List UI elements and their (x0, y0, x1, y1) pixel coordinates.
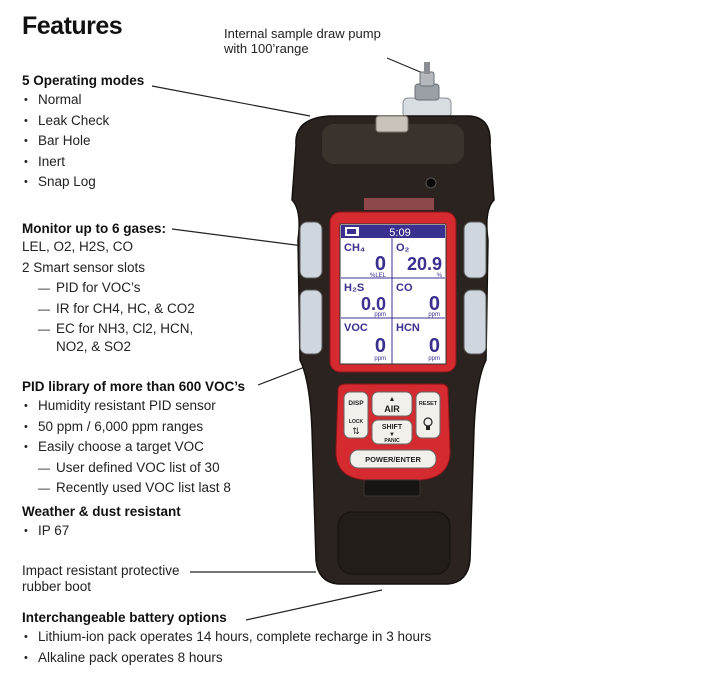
display-time: 5:09 (389, 227, 410, 239)
gases-line-2: 2 Smart sensor slots (22, 259, 146, 275)
gases-section: Monitor up to 6 gases: LEL, O2, H2S, CO … (22, 221, 282, 357)
cell-ch4-unit: %LEL (370, 273, 387, 279)
cell-voc-value: 0 (375, 335, 386, 357)
down-arrow-icon: ▼ (389, 432, 395, 438)
gases-line-1: LEL, O2, H2S, CO (22, 239, 134, 254)
cell-o2-name: O₂ (396, 242, 410, 254)
weather-heading: Weather & dust resistant (22, 504, 181, 519)
cell-ch4-value: 0 (375, 253, 386, 275)
list-item: Lithium-ion pack operates 14 hours, comp… (22, 627, 502, 648)
shift-label: SHIFT (382, 424, 403, 431)
cell-hcn-value: 0 (429, 335, 440, 357)
cell-co-name: CO (396, 282, 413, 294)
operating-modes-heading: 5 Operating modes (22, 73, 145, 88)
boot-callout-line-2: rubber boot (22, 579, 92, 594)
pump-leader-line (386, 57, 426, 75)
up-arrow-icon: ▲ (389, 396, 396, 403)
pid-sub-list: User defined VOC list of 30 Recently use… (22, 458, 312, 499)
battery-pack (337, 511, 451, 575)
right-light-top (463, 221, 487, 279)
pid-list: Humidity resistant PID sensor 50 ppm / 6… (22, 396, 312, 458)
cell-voc-unit: ppm (374, 356, 386, 362)
cell-o2-value: 20.9 (407, 254, 442, 274)
pump-callout: Internal sample draw pump with 100’range (224, 26, 381, 56)
list-item: Leak Check (22, 111, 292, 132)
pid-heading: PID library of more than 600 VOC’s (22, 379, 246, 394)
gases-sub-list: PID for VOC’s IR for CH4, HC, & CO2 EC f… (22, 278, 282, 340)
speaker-slot (363, 479, 421, 497)
list-item: Recently used VOC list last 8 (22, 478, 312, 499)
cell-hcn-name: HCN (396, 322, 420, 334)
list-item: EC for NH3, Cl2, HCN, (22, 319, 282, 340)
air-button[interactable]: ▲ AIR (371, 391, 413, 417)
battery-list: Lithium-ion pack operates 14 hours, comp… (22, 627, 502, 668)
gases-sub-continued: NO2, & SO2 (56, 338, 132, 354)
pump-callout-line-1: Internal sample draw pump (224, 26, 381, 41)
battery-leader-line (245, 589, 383, 621)
boot-callout-line-1: Impact resistant protective (22, 563, 180, 578)
air-label: AIR (384, 404, 400, 414)
list-item: Alkaline pack operates 8 hours (22, 648, 502, 669)
power-enter-label: POWER/ENTER (365, 455, 421, 464)
cell-co-unit: ppm (428, 312, 440, 318)
cell-o2-unit: % (437, 273, 443, 279)
cell-voc-name: VOC (344, 322, 368, 334)
cell-ch4-name: CH₄ (344, 242, 365, 254)
pid-section: PID library of more than 600 VOC’s Humid… (22, 379, 312, 499)
list-item: Easily choose a target VOC (22, 437, 312, 458)
boot-callout: Impact resistant protective rubber boot (22, 563, 180, 595)
pump-callout-line-2: with 100’range (224, 41, 309, 56)
list-item: IR for CH4, HC, & CO2 (22, 299, 282, 320)
sensor-hole (425, 177, 437, 189)
pump-inlet (375, 115, 409, 133)
left-light-bottom (299, 289, 323, 355)
battery-heading: Interchangeable battery options (22, 610, 227, 625)
gases-heading: Monitor up to 6 gases: (22, 221, 167, 236)
lock-label: LOCK (349, 419, 364, 425)
page-title: Features (22, 12, 123, 40)
blurred-label (364, 198, 434, 210)
cell-h2s-value: 0.0 (361, 294, 386, 314)
operating-modes-list: Normal Leak Check Bar Hole Inert Snap Lo… (22, 90, 292, 193)
display-screen (339, 223, 447, 365)
disp-button[interactable]: DISP LOCK ⇅ (343, 391, 369, 439)
reset-button[interactable]: RESET (415, 391, 441, 439)
list-item: User defined VOC list of 30 (22, 458, 312, 479)
display-status-bar (341, 225, 445, 238)
cell-co-value: 0 (429, 293, 440, 315)
cell-h2s-name: H₂S (344, 282, 364, 294)
list-item: Humidity resistant PID sensor (22, 396, 312, 417)
list-item: 50 ppm / 6,000 ppm ranges (22, 417, 312, 438)
list-item: Snap Log (22, 172, 292, 193)
right-light-bottom (463, 289, 487, 355)
pump-nozzle (402, 62, 452, 119)
operating-modes-section: 5 Operating modes Normal Leak Check Bar … (22, 73, 292, 193)
weather-list: IP 67 (22, 521, 282, 542)
list-item: Bar Hole (22, 131, 292, 152)
cell-h2s-unit: ppm (374, 312, 386, 318)
updown-arrow-icon: ⇅ (352, 426, 360, 436)
list-item: IP 67 (22, 521, 282, 542)
battery-section: Interchangeable battery options Lithium-… (22, 610, 502, 668)
list-item: Inert (22, 152, 292, 173)
panic-label: PANIC (384, 438, 400, 444)
power-enter-button[interactable]: POWER/ENTER (349, 449, 437, 469)
list-item: PID for VOC’s (22, 278, 282, 299)
left-light-top (299, 221, 323, 279)
shift-button[interactable]: SHIFT ▼ PANIC (371, 419, 413, 445)
top-cap (322, 124, 464, 164)
weather-section: Weather & dust resistant IP 67 (22, 504, 282, 542)
modes-leader-line (151, 85, 311, 117)
list-item: Normal (22, 90, 292, 111)
cell-hcn-unit: ppm (428, 356, 440, 362)
reset-label: RESET (419, 401, 438, 407)
disp-label: DISP (348, 400, 364, 407)
